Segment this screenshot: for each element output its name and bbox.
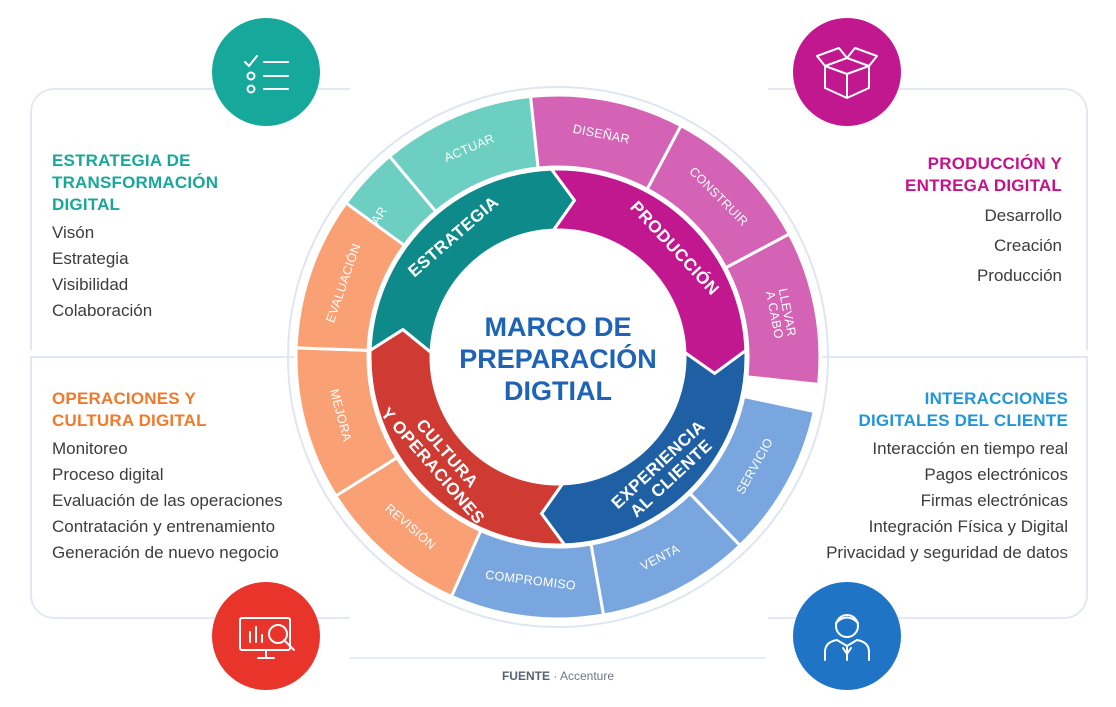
user-icon (793, 582, 901, 690)
source-divider (350, 657, 766, 659)
list-item: Firmas electrónicas (920, 491, 1068, 510)
block-title: OPERACIONES Y CULTURA DIGITAL (52, 389, 207, 430)
center-title-line-1: MARCO DE (485, 312, 632, 342)
block-title: ESTRATEGIA DE TRANSFORMACIÓN DIGITAL (52, 151, 219, 214)
panel-top-left (30, 88, 350, 350)
list-item: Proceso digital (52, 465, 164, 484)
box-icon (793, 18, 901, 126)
block-produccion: PRODUCCIÓN Y ENTREGA DIGITAL Desarrollo … (905, 153, 1062, 291)
monitor-analysis-icon (212, 582, 320, 690)
list-item: Pagos electrónicos (924, 465, 1068, 484)
list-item: Monitoreo (52, 439, 128, 458)
list-item: Visibilidad (52, 275, 129, 294)
source-separator: · (553, 669, 558, 683)
list-item: Visón (52, 223, 95, 242)
list-item: Generación de nuevo negocio (52, 543, 279, 562)
source-credit: FUENTE · Accenture (0, 669, 1116, 683)
block-estrategia: ESTRATEGIA DE TRANSFORMACIÓN DIGITAL Vis… (52, 150, 218, 324)
divider-left (30, 356, 348, 358)
list-item: Privacidad y seguridad de datos (826, 543, 1068, 562)
divider-right (768, 356, 1088, 358)
list-item: Producción (976, 266, 1062, 285)
list-item: Interacción en tiempo real (872, 439, 1068, 458)
panel-bottom-left (30, 357, 350, 619)
segment-llevar-a-cabo (723, 231, 822, 387)
list-item: Evaluación de las operaciones (52, 491, 283, 510)
list-item: Desarrollo (984, 206, 1062, 225)
panel-top-right (768, 88, 1088, 350)
source-label: FUENTE (501, 669, 550, 683)
block-title: PRODUCCIÓN Y ENTREGA DIGITAL (905, 154, 1062, 195)
source-value: Accenture (559, 669, 615, 683)
list-item: Integración Física y Digital (868, 517, 1068, 536)
list-item: Estrategia (52, 249, 129, 268)
center-title-line-2: PREPARACIÓN (459, 343, 657, 374)
segment-evaluacion (294, 200, 407, 352)
panel-bottom-right (768, 357, 1088, 619)
wheel-center (431, 230, 685, 484)
checklist-icon (212, 18, 320, 126)
block-interacciones: INTERACCIONES DIGITALES DEL CLIENTE Inte… (826, 388, 1068, 566)
block-operaciones: OPERACIONES Y CULTURA DIGITAL Monitoreo … (52, 388, 283, 566)
list-item: Creación (993, 236, 1062, 255)
list-item: Contratación y entrenamiento (52, 517, 276, 536)
wheel-outer-ring (287, 86, 829, 628)
list-item: Colaboración (52, 301, 153, 320)
block-title: INTERACCIONES DIGITALES DEL CLIENTE (858, 389, 1068, 430)
center-title-line-3: DIGTIAL (504, 376, 612, 406)
